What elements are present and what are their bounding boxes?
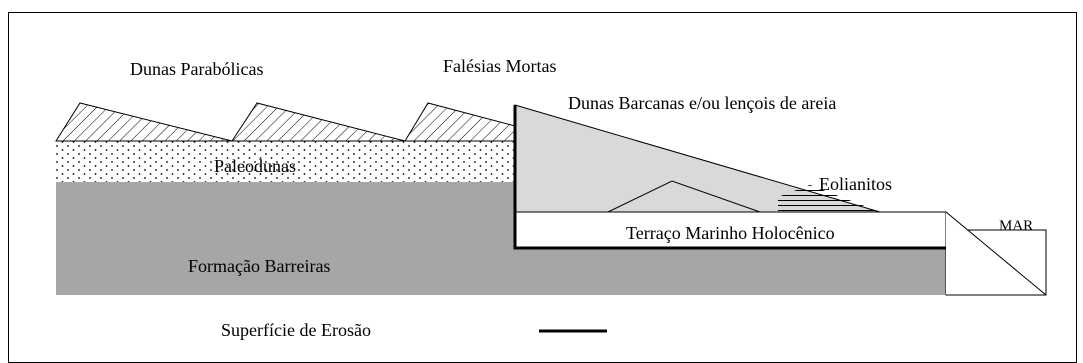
beach-slope (945, 211, 1047, 296)
label-paleodunas: Paleodunas (214, 156, 296, 176)
inner-dune (607, 180, 761, 213)
label-falesias-mortas: Falésias Mortas (443, 56, 556, 76)
paleodunas-layer (56, 141, 515, 182)
label-terraco-marinho: Terraço Marinho Holocênico (626, 223, 835, 243)
label-eolianitos: Eolianitos (819, 174, 892, 194)
eolianitos-shape (778, 185, 880, 212)
legend-superficie-erosao: Superfície de Erosão (221, 320, 371, 340)
label-formacao-barreiras: Formação Barreiras (188, 256, 330, 276)
duna-parabolica-1 (55, 102, 233, 142)
label-dunas-barcanas: Dunas Barcanas e/ou lençois de areia (568, 93, 836, 113)
label-dunas-parabolicas: Dunas Parabólicas (130, 59, 263, 79)
formacao-barreiras-layer (56, 182, 946, 295)
erosion-surface-cliff (513, 105, 946, 250)
duna-parabolica-2 (231, 102, 406, 142)
label-mar: MAR (999, 218, 1033, 234)
duna-parabolica-3 (404, 102, 516, 142)
